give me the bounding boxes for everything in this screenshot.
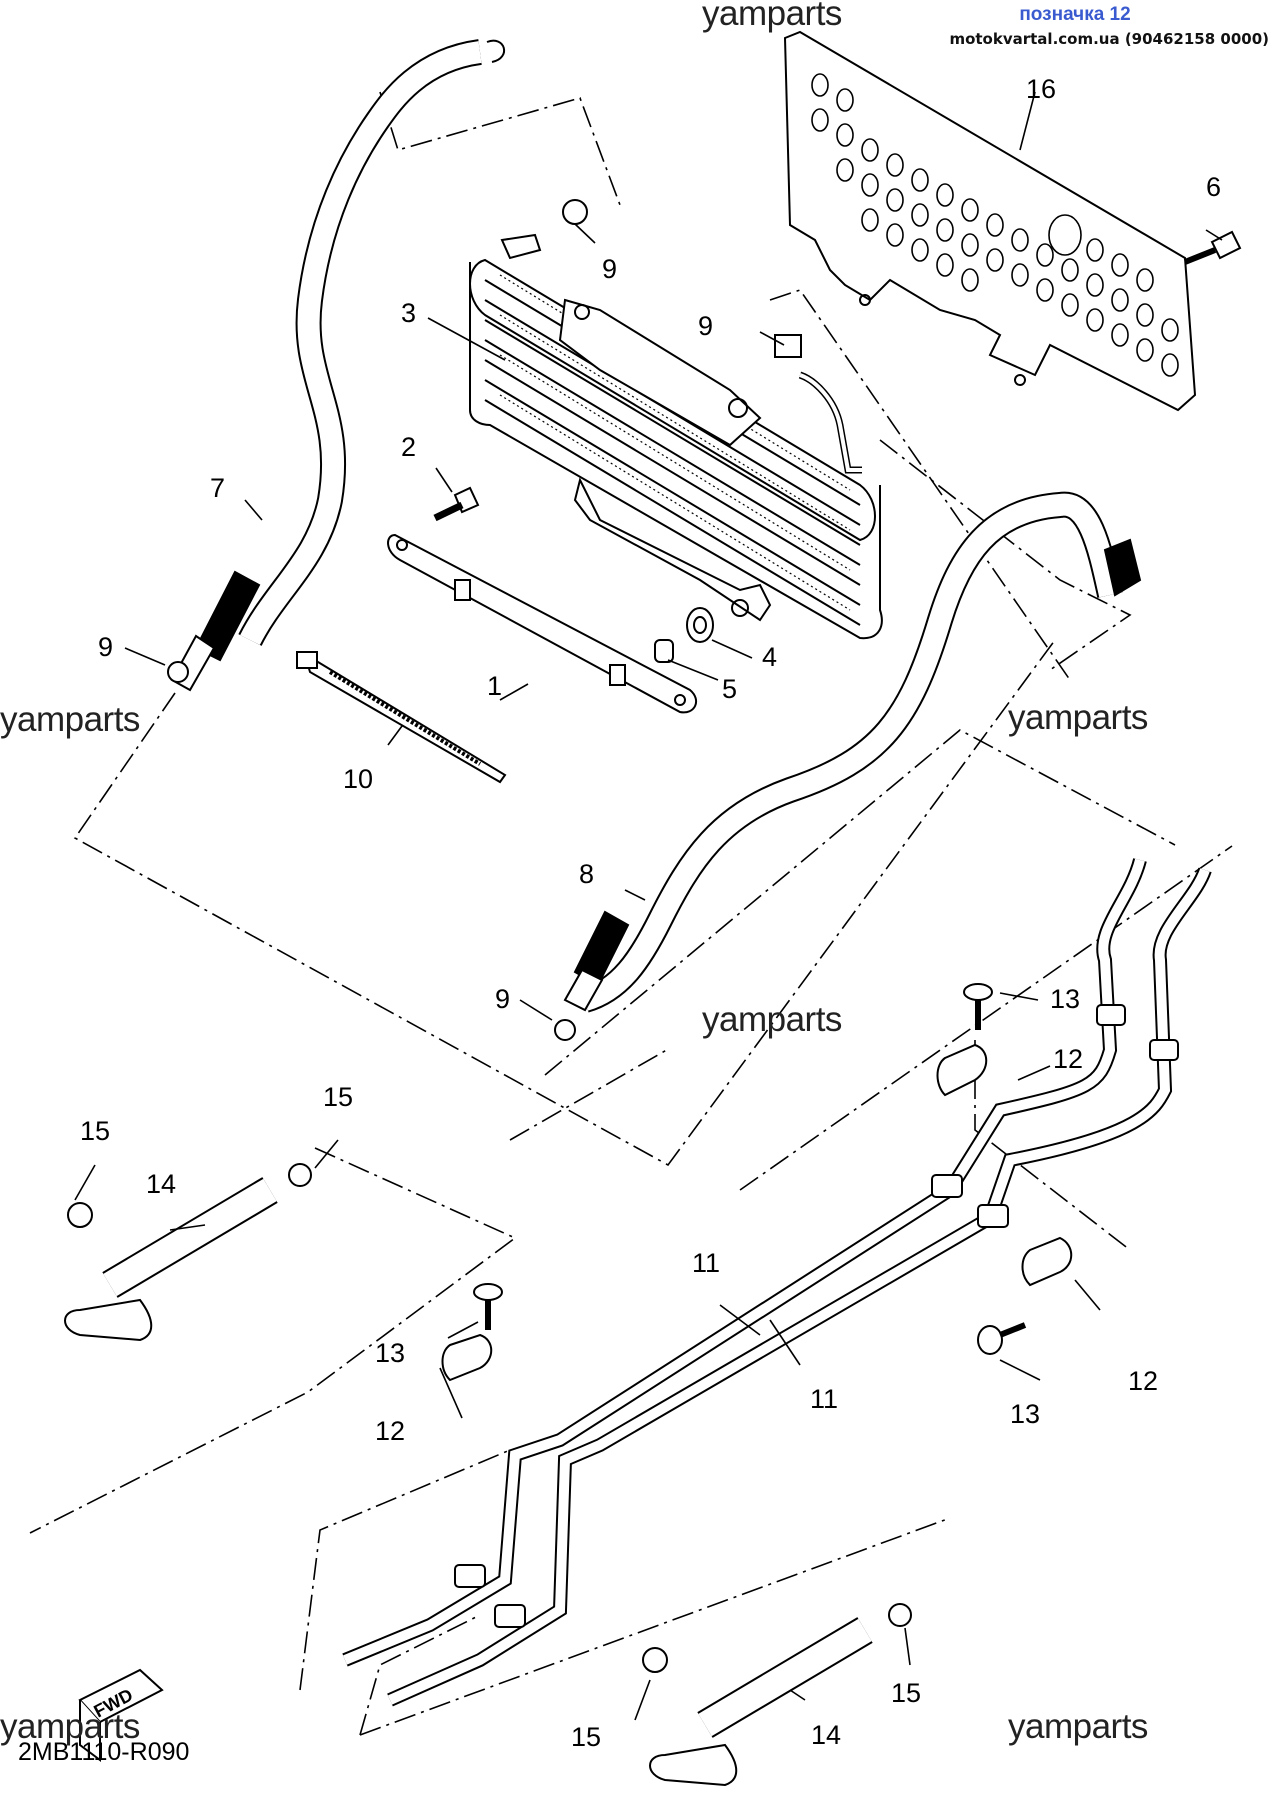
callout-13a: 13 bbox=[1050, 984, 1080, 1014]
clamps-15 bbox=[67, 1163, 912, 1673]
fwd-indicator: FWD bbox=[78, 1668, 164, 1762]
callout-9d: 9 bbox=[495, 984, 510, 1014]
callout-14a: 14 bbox=[146, 1169, 176, 1199]
bracket-1 bbox=[387, 533, 698, 714]
callout-8: 8 bbox=[579, 859, 594, 889]
watermark: yamparts bbox=[0, 1707, 140, 1746]
leader-lines bbox=[74, 91, 1223, 1721]
callout-15d: 15 bbox=[571, 1722, 601, 1752]
callout-13b: 13 bbox=[375, 1338, 405, 1368]
watermark: yamparts bbox=[1008, 698, 1148, 737]
watermark: yamparts bbox=[702, 0, 842, 33]
guide-lines bbox=[29, 91, 1233, 1736]
callout-9c: 9 bbox=[98, 632, 113, 662]
callout-14b: 14 bbox=[811, 1720, 841, 1750]
callout-12b: 12 bbox=[1128, 1366, 1158, 1396]
hose-7 bbox=[170, 39, 505, 692]
callout-1: 1 bbox=[487, 671, 502, 701]
cooler-fins bbox=[469, 258, 883, 640]
callout-7: 7 bbox=[210, 473, 225, 503]
callout-10: 10 bbox=[343, 764, 373, 794]
diagram-code: 2MB1110-R090 bbox=[18, 1738, 190, 1766]
callout-6: 6 bbox=[1206, 172, 1221, 202]
callout-13c: 13 bbox=[1010, 1399, 1040, 1429]
callout-15b: 15 bbox=[80, 1116, 110, 1146]
callout-15a: 15 bbox=[323, 1082, 353, 1112]
callout-9a: 9 bbox=[602, 254, 617, 284]
callout-4: 4 bbox=[762, 642, 777, 672]
source-line: motokvartal.com.ua (90462158 0000) bbox=[949, 30, 1269, 48]
callout-11b: 11 bbox=[810, 1384, 838, 1414]
callout-5: 5 bbox=[722, 674, 737, 704]
callout-11a: 11 bbox=[692, 1248, 720, 1278]
bolt-2 bbox=[433, 486, 480, 522]
callout-16: 16 bbox=[1026, 74, 1056, 104]
bolts-13 bbox=[473, 983, 1027, 1355]
pipes-11 bbox=[342, 858, 1212, 1707]
clamps-12 bbox=[441, 1043, 1073, 1382]
oil-cooler-3 bbox=[469, 233, 883, 640]
clamps-9 bbox=[167, 199, 802, 1041]
hoses-14 bbox=[64, 1177, 873, 1787]
watermark: yamparts bbox=[0, 700, 140, 739]
callout-9b: 9 bbox=[698, 311, 713, 341]
callout-labels: 1 2 3 4 5 6 7 8 9 9 9 9 10 11 11 12 12 1… bbox=[80, 74, 1221, 1752]
callout-12a: 12 bbox=[1053, 1044, 1083, 1074]
bolt-6 bbox=[1183, 230, 1242, 265]
callout-3: 3 bbox=[401, 298, 416, 328]
callout-15c: 15 bbox=[891, 1678, 921, 1708]
hose-8 bbox=[563, 491, 1142, 1013]
callout-12c: 12 bbox=[375, 1416, 405, 1446]
page-title: позначка 12 bbox=[1019, 4, 1131, 25]
collar-5 bbox=[654, 639, 674, 663]
grommet-4 bbox=[686, 607, 714, 643]
watermark: yamparts bbox=[1008, 1707, 1148, 1746]
cable-tie-10 bbox=[296, 651, 507, 784]
watermark: yamparts bbox=[702, 1000, 842, 1039]
callout-2: 2 bbox=[401, 432, 416, 462]
guard-16 bbox=[783, 30, 1197, 412]
